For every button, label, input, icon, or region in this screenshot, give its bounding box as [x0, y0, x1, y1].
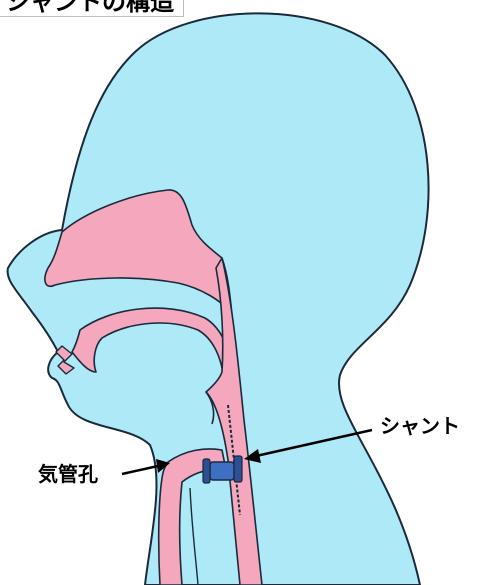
shunt-label: シャント: [380, 414, 460, 438]
stoma-label: 気管孔: [38, 462, 98, 486]
